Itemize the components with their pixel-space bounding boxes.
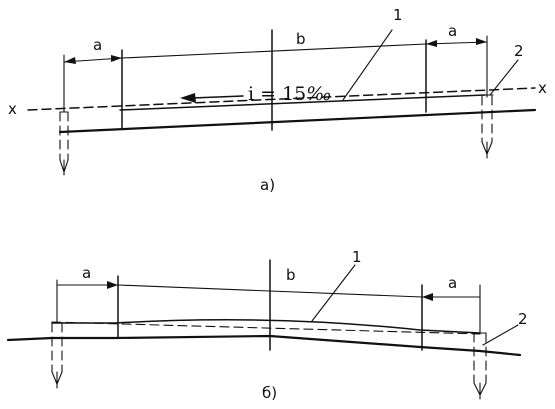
label-dim-a-left-b: a <box>82 264 91 282</box>
label-dim-b: b <box>296 30 306 48</box>
callout-1-b: 1 <box>352 248 362 266</box>
label-axis-right: x <box>538 79 547 97</box>
axis-x-line <box>27 87 536 111</box>
callout-2-b: 2 <box>518 310 528 328</box>
callout-leader-1-a <box>342 29 393 101</box>
caption-a: а) <box>260 176 275 194</box>
label-dim-a-right: a <box>448 22 457 40</box>
label-axis-left: x <box>8 100 17 118</box>
callout-1-a: 1 <box>393 6 403 24</box>
left-stake-b <box>51 322 63 389</box>
callout-2-a: 2 <box>514 42 524 60</box>
label-dim-b-b: b <box>286 266 296 284</box>
right-stake-b <box>473 332 487 400</box>
track-curve-1 <box>51 319 481 334</box>
datum-line-b <box>51 321 481 335</box>
callout-leader-2-a <box>489 59 519 96</box>
label-dim-a-right-b: a <box>448 274 457 292</box>
dim-line-b-center <box>117 284 423 298</box>
ground-line-a <box>58 108 537 134</box>
track-line-1 <box>119 94 486 111</box>
left-stake-a <box>59 111 69 176</box>
callout-leader-1-b <box>311 264 356 322</box>
gradient-label: i = 15‰ <box>248 83 332 105</box>
ground-line-b <box>6 334 522 357</box>
figure-a: a b a x x 1 2 i = 15‰ а) <box>8 6 547 194</box>
figure-b: a b a 1 2 б) <box>6 248 528 402</box>
dim-line-b <box>121 43 427 59</box>
slope-arrow <box>191 95 244 99</box>
right-stake-a <box>480 94 494 159</box>
callout-leader-2-b <box>482 324 519 346</box>
caption-b: б) <box>262 384 277 402</box>
label-dim-a-left: a <box>93 36 102 54</box>
